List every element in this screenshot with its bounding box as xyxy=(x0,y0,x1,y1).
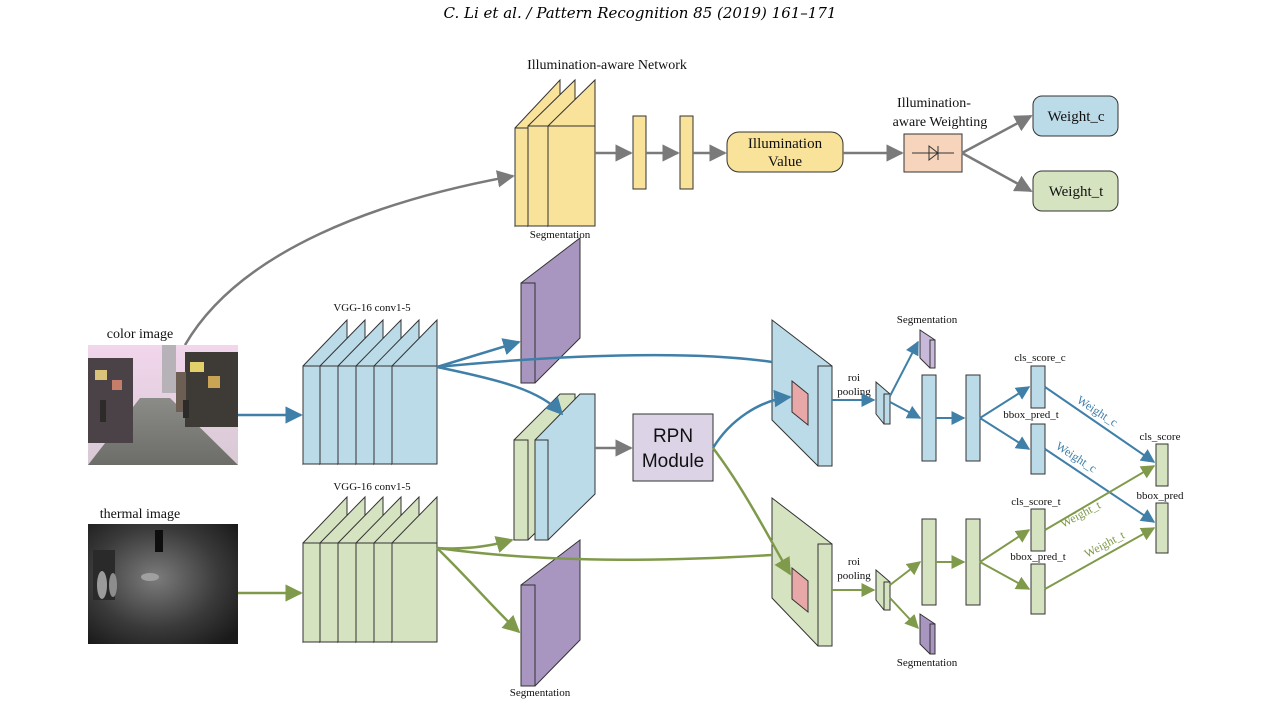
segmentation-small-color xyxy=(919,329,936,369)
cls-score-label: cls_score xyxy=(1140,431,1181,443)
cls-score-t-block xyxy=(1030,508,1046,552)
vgg-color-label: VGG-16 conv1-5 xyxy=(333,302,411,314)
thermal-branch-arrows xyxy=(436,447,792,634)
bbox-pred-block xyxy=(1155,502,1169,554)
feature-map-color xyxy=(771,318,833,467)
bbox-pred-t-top-label: bbox_pred_t xyxy=(1003,409,1059,421)
weight-t-box xyxy=(1032,170,1119,212)
illumination-value-label-2: Value xyxy=(768,154,802,170)
color-image-label: color image xyxy=(107,327,173,342)
fc-color-2 xyxy=(965,374,981,462)
segmentation-small-thermal xyxy=(919,613,936,655)
weight-t-arrow-label-1: Weight_t xyxy=(1058,497,1104,530)
vgg-thermal-stack xyxy=(302,495,438,644)
roi-label-top-2: pooling xyxy=(837,386,871,398)
rpn-label-1: RPN xyxy=(653,426,693,447)
illumination-network-label: Illumination-aware Network xyxy=(527,58,687,73)
illumination-weighting-label-2: aware Weighting xyxy=(893,115,988,130)
weight-c-box xyxy=(1032,95,1119,137)
page-header: C. Li et al. / Pattern Recognition 85 (2… xyxy=(444,4,837,22)
roi-label-bot-1: roi xyxy=(848,556,860,568)
weight-c-label: Weight_c xyxy=(1047,109,1104,125)
fusion-block xyxy=(513,393,596,541)
vgg-thermal-label: VGG-16 conv1-5 xyxy=(333,481,411,493)
roi-label-top-1: roi xyxy=(848,372,860,384)
feature-map-thermal xyxy=(771,496,833,647)
fc-layer-2 xyxy=(679,115,694,190)
segmentation-block-thermal xyxy=(520,538,581,687)
cls-score-c-label: cls_score_c xyxy=(1014,352,1065,364)
vgg-color-stack xyxy=(302,318,438,466)
cls-score-block xyxy=(1155,443,1169,487)
roi-label-bot-2: pooling xyxy=(837,570,871,582)
segmentation-label-top: Segmentation xyxy=(530,229,591,241)
segmentation-label-bottom: Segmentation xyxy=(510,687,571,699)
segmentation-label-lower-right: Segmentation xyxy=(897,657,958,669)
illumination-value-label-1: Illumination xyxy=(748,136,823,152)
bbox-pred-t-bot-label: bbox_pred_t xyxy=(1010,551,1066,563)
illumination-arrows xyxy=(183,114,1033,346)
bbox-pred-c-block xyxy=(1030,423,1046,475)
color-branch-arrows xyxy=(436,338,792,449)
roi-pooled-thermal xyxy=(875,568,891,611)
segmentation-block-color xyxy=(520,236,581,384)
thermal-image-label: thermal image xyxy=(100,507,180,522)
bbox-pred-t-block xyxy=(1030,563,1046,615)
fc-layer-1 xyxy=(632,115,647,190)
color-image xyxy=(88,345,238,465)
roi-pooled-color xyxy=(875,380,891,425)
right-green-arrows xyxy=(832,465,1156,630)
cls-score-c-block xyxy=(1030,365,1046,409)
fc-thermal-2 xyxy=(965,518,981,606)
illumination-conv-block xyxy=(514,78,596,228)
illumination-weighting-label-1: Illumination- xyxy=(897,96,971,111)
fc-thermal-1 xyxy=(921,518,937,606)
rpn-label-2: Module xyxy=(642,451,704,472)
illumination-weighting-box xyxy=(903,133,963,173)
fc-color-1 xyxy=(921,374,937,462)
right-blue-arrows xyxy=(889,340,1156,523)
segmentation-label-upper-right: Segmentation xyxy=(897,314,958,326)
thermal-image xyxy=(88,524,238,644)
bbox-pred-label: bbox_pred xyxy=(1136,490,1184,502)
rpn-module-box xyxy=(632,413,714,482)
cls-score-t-label: cls_score_t xyxy=(1011,496,1060,508)
weight-t-label: Weight_t xyxy=(1049,184,1104,200)
